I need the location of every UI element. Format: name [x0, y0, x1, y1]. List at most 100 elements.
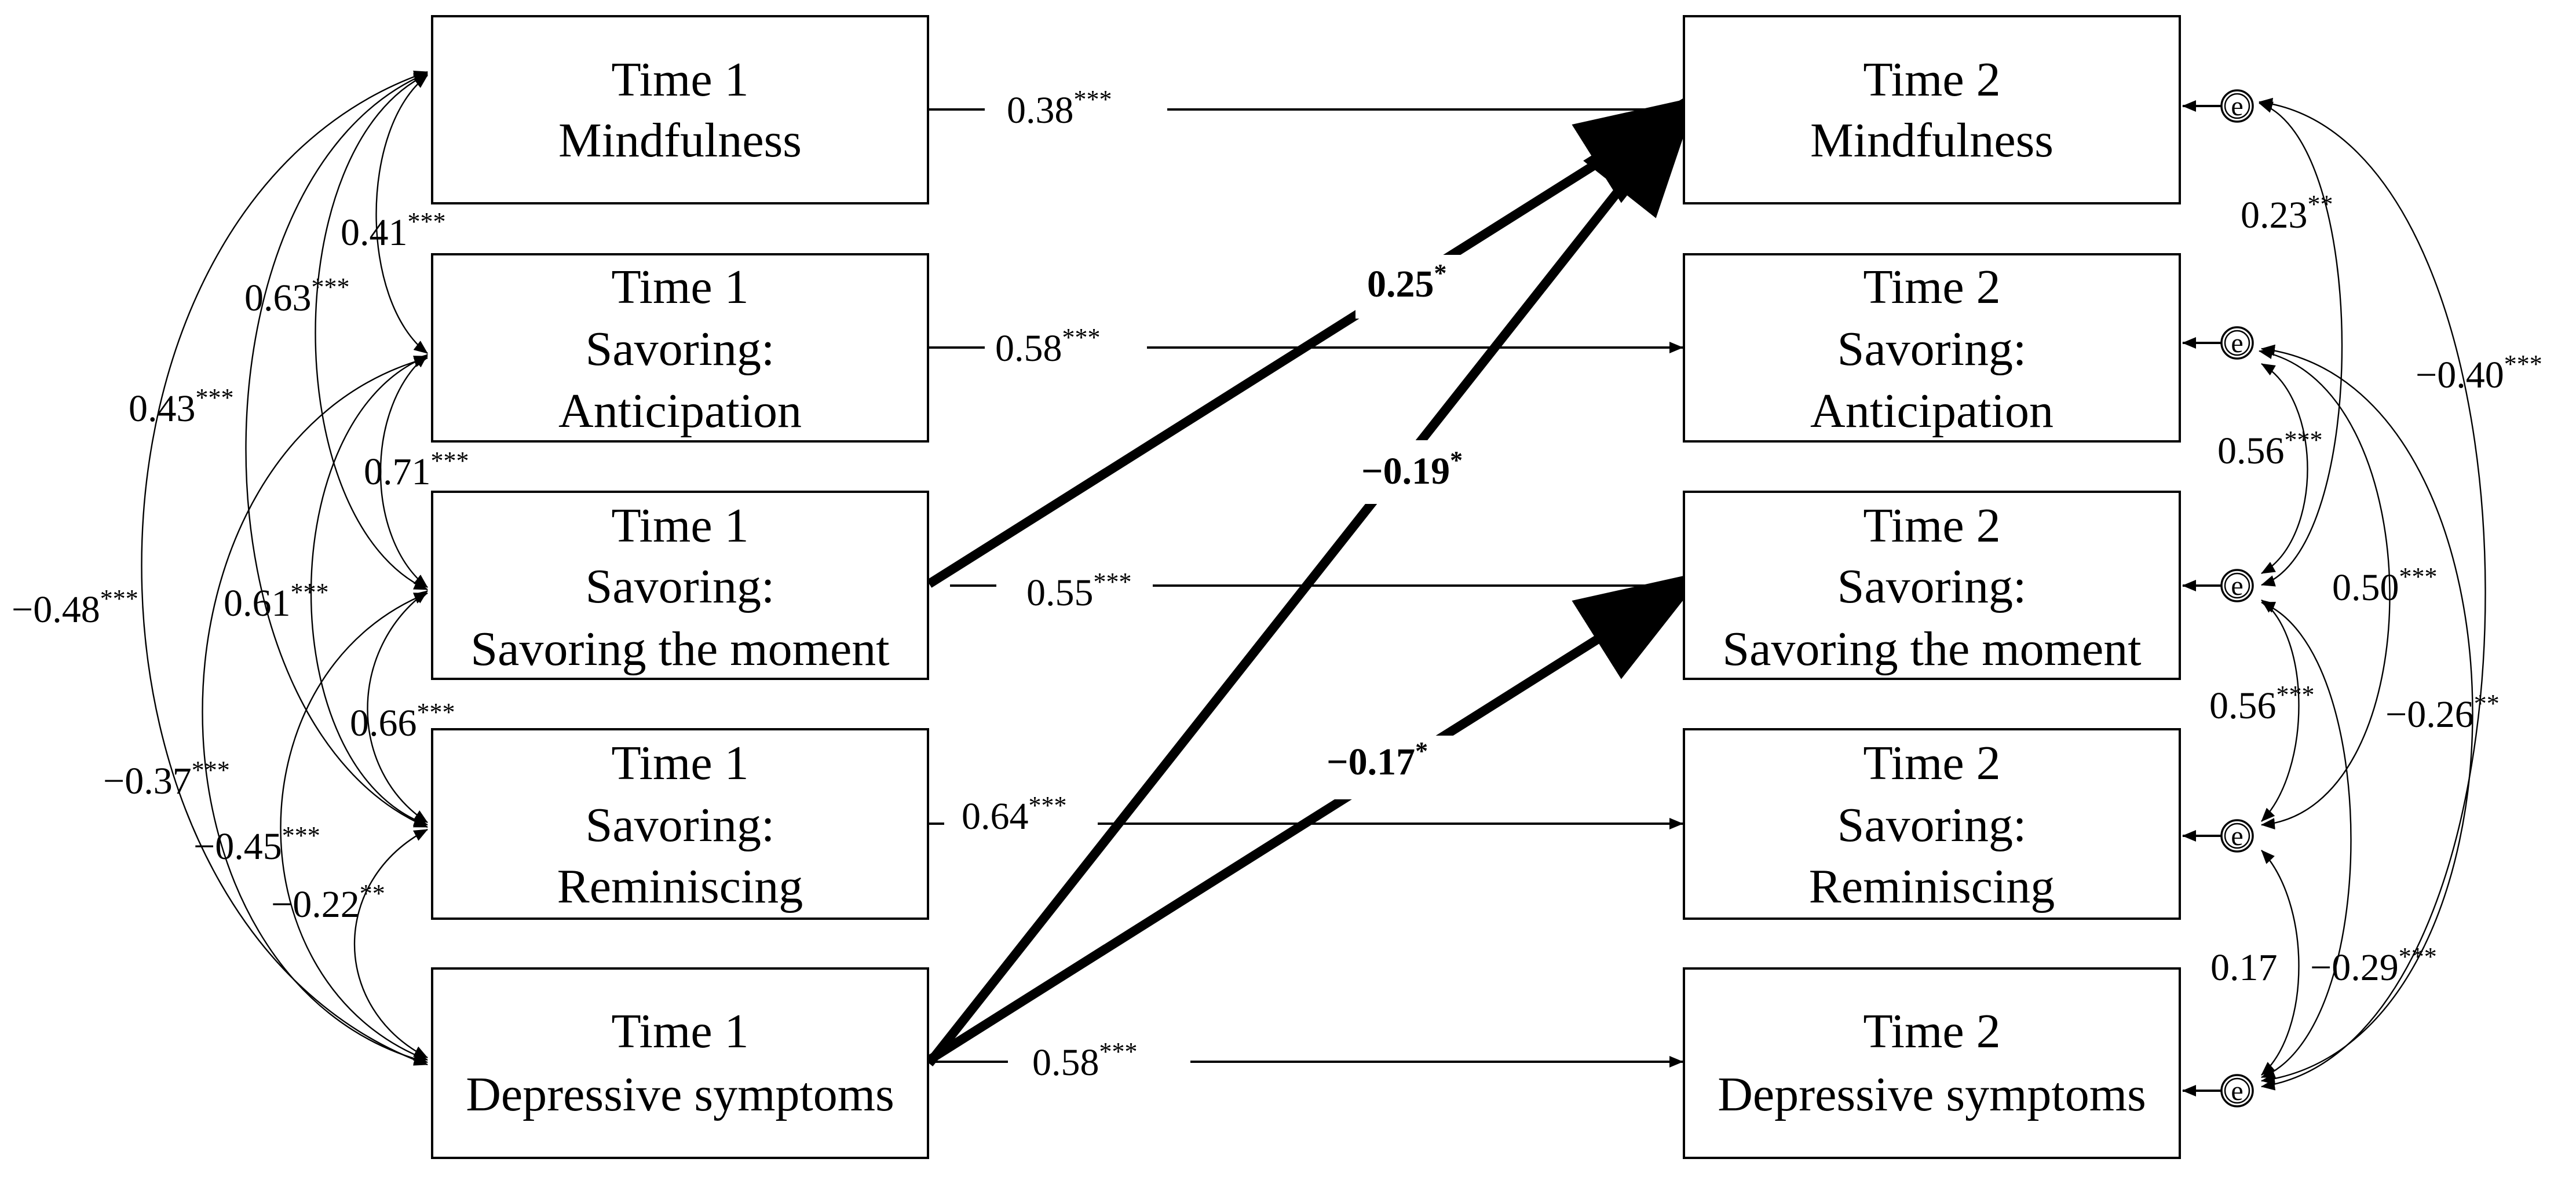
error-term-mindfulness: e [2220, 89, 2254, 123]
svg-text:Mindfulness: Mindfulness [558, 114, 802, 167]
box-t1-reminiscing: Time 1 Savoring: Reminiscing [431, 728, 929, 920]
svg-text:Savoring:: Savoring: [586, 322, 775, 376]
cov-t1-antic-remin [310, 355, 428, 826]
label-gap-019 [1350, 440, 1500, 504]
coef-ar-anticipation: 0.58*** [995, 323, 1101, 370]
box-t1-anticipation: Time 1 Savoring: Anticipation [431, 253, 929, 443]
svg-text:e: e [2231, 91, 2243, 122]
cross-lagged-paths [925, 87, 1707, 1066]
svg-text:Anticipation: Anticipation [558, 384, 802, 438]
time1-covariances [141, 71, 428, 1066]
autoregressive-labels: 0.38*** 0.58*** 0.55*** 0.64*** 0.58*** [962, 85, 1138, 1084]
coef-t2-antic-moment: 0.56*** [2217, 426, 2323, 472]
coef-t1-moment-remin: 0.66*** [350, 698, 455, 744]
error-term-reminiscing: e [2220, 819, 2254, 853]
coef-t1-antic-dep: −0.37*** [103, 756, 230, 802]
cov-t1-mind-remin [245, 72, 428, 828]
cross-lagged-labels: 0.25* −0.19* −0.17* [1327, 259, 1463, 783]
svg-text:Savoring the moment: Savoring the moment [470, 622, 889, 676]
svg-text:Savoring:: Savoring: [1837, 322, 2027, 376]
coef-ar-mindfulness: 0.38*** [1007, 85, 1112, 131]
coef-cl-moment-mindfulness: 0.25* [1367, 259, 1447, 305]
cov-t2-remin-dep [2261, 850, 2300, 1076]
path-cl-depressive-to-moment [926, 571, 1707, 1064]
coef-t1-mind-dep: −0.48*** [12, 584, 138, 631]
box-t2-mindfulness: Time 2 Mindfulness [1683, 15, 2181, 204]
cov-t2-antic-moment [2261, 363, 2308, 575]
cov-t1-mind-moment [315, 73, 428, 591]
svg-text:e: e [2231, 821, 2243, 851]
svg-text:e: e [2231, 571, 2243, 601]
time2-correlation-labels: 0.23** −0.40*** 0.56*** 0.50*** 0.56*** … [2209, 190, 2542, 989]
coef-t2-moment-dep: −0.29*** [2310, 942, 2437, 989]
svg-text:Mindfulness: Mindfulness [1810, 114, 2054, 167]
coef-ar-depressive: 0.58*** [1032, 1037, 1138, 1084]
cov-t2-mind-dep [2259, 97, 2486, 1091]
svg-text:Time 2: Time 2 [1863, 499, 2000, 553]
svg-text:Anticipation: Anticipation [1810, 384, 2054, 438]
svg-text:e: e [2231, 1076, 2243, 1106]
box-t2-depressive: Time 2 Depressive symptoms [1683, 967, 2181, 1159]
cov-t1-mind-dep [141, 71, 428, 1066]
svg-text:Time 1: Time 1 [611, 260, 748, 314]
coef-t2-antic-dep: −0.26** [2385, 689, 2500, 736]
box-t1-moment: Time 1 Savoring: Savoring the moment [431, 491, 929, 680]
error-term-anticipation: e [2220, 326, 2254, 360]
svg-text:Savoring the moment: Savoring the moment [1722, 622, 2141, 676]
cov-t1-antic-moment [379, 354, 428, 588]
svg-text:Time 1: Time 1 [611, 1004, 748, 1058]
coef-ar-reminiscing: 0.64*** [962, 791, 1067, 838]
time1-correlation-labels: 0.41*** 0.63*** 0.43*** 0.71*** 0.61*** … [12, 207, 469, 926]
cov-t2-moment-remin [2261, 600, 2300, 822]
time2-covariances [2259, 97, 2486, 1091]
cov-t2-mind-moment [2259, 101, 2343, 587]
error-term-depressive: e [2220, 1074, 2254, 1107]
svg-text:Reminiscing: Reminiscing [1809, 860, 2055, 913]
svg-text:Time 1: Time 1 [611, 499, 748, 553]
svg-text:Time 2: Time 2 [1863, 736, 2000, 790]
error-terms: e e e e e [2220, 89, 2254, 1107]
svg-text:Savoring:: Savoring: [1837, 560, 2027, 613]
path-cl-moment-to-mindfulness [926, 94, 1707, 588]
coef-ar-moment: 0.55*** [1026, 568, 1132, 614]
coef-t1-antic-remin: 0.61*** [224, 578, 329, 624]
coef-t2-mind-moment: 0.23** [2241, 190, 2333, 236]
box-t2-anticipation: Time 2 Savoring: Anticipation [1683, 253, 2181, 443]
cov-t2-antic-remin [2259, 348, 2391, 830]
svg-text:Savoring:: Savoring: [1837, 798, 2027, 852]
coef-t2-remin-dep: 0.17 [2210, 946, 2278, 989]
label-gap-025 [1355, 255, 1495, 319]
svg-text:Depressive symptoms: Depressive symptoms [1718, 1068, 2146, 1121]
coef-t2-mind-dep: −0.40*** [2416, 350, 2542, 396]
cov-t1-moment-remin [367, 590, 428, 824]
box-t2-moment: Time 2 Savoring: Savoring the moment [1683, 491, 2181, 680]
svg-text:Time 1: Time 1 [611, 736, 748, 790]
svg-text:Time 2: Time 2 [1863, 1004, 2000, 1058]
svg-text:Savoring:: Savoring: [586, 798, 775, 852]
error-term-moment: e [2220, 569, 2254, 602]
coef-t1-mind-antic: 0.41*** [341, 207, 446, 254]
coef-t2-moment-remin: 0.56*** [2209, 681, 2315, 727]
coef-t1-antic-moment: 0.71*** [364, 447, 469, 493]
cov-t2-antic-dep [2261, 344, 2473, 1085]
cov-t1-antic-dep [202, 356, 428, 1065]
time2-boxes: Time 2 Mindfulness Time 2 Savoring: Anti… [1683, 15, 2181, 1159]
cov-t1-moment-dep [280, 592, 428, 1061]
svg-text:e: e [2231, 328, 2243, 359]
svg-text:Depressive symptoms: Depressive symptoms [466, 1068, 894, 1121]
coef-t1-moment-dep: −0.45*** [193, 821, 320, 868]
svg-text:Time 1: Time 1 [611, 53, 748, 107]
coef-t1-mind-moment: 0.63*** [244, 273, 350, 319]
coef-t2-antic-remin: 0.50*** [2332, 562, 2438, 609]
coef-cl-depressive-mindfulness: −0.19* [1361, 446, 1463, 492]
box-t2-reminiscing: Time 2 Savoring: Reminiscing [1683, 728, 2181, 920]
label-gap-017 [1315, 736, 1471, 799]
path-cl-depressive-to-mindfulness [925, 87, 1700, 1066]
box-t1-mindfulness: Time 1 Mindfulness [431, 15, 929, 204]
svg-text:Time 2: Time 2 [1863, 53, 2000, 107]
error-arrows [2182, 100, 2221, 1096]
cov-t1-mind-antic [375, 75, 428, 354]
svg-text:Savoring:: Savoring: [586, 560, 775, 613]
box-t1-depressive: Time 1 Depressive symptoms [431, 967, 929, 1159]
